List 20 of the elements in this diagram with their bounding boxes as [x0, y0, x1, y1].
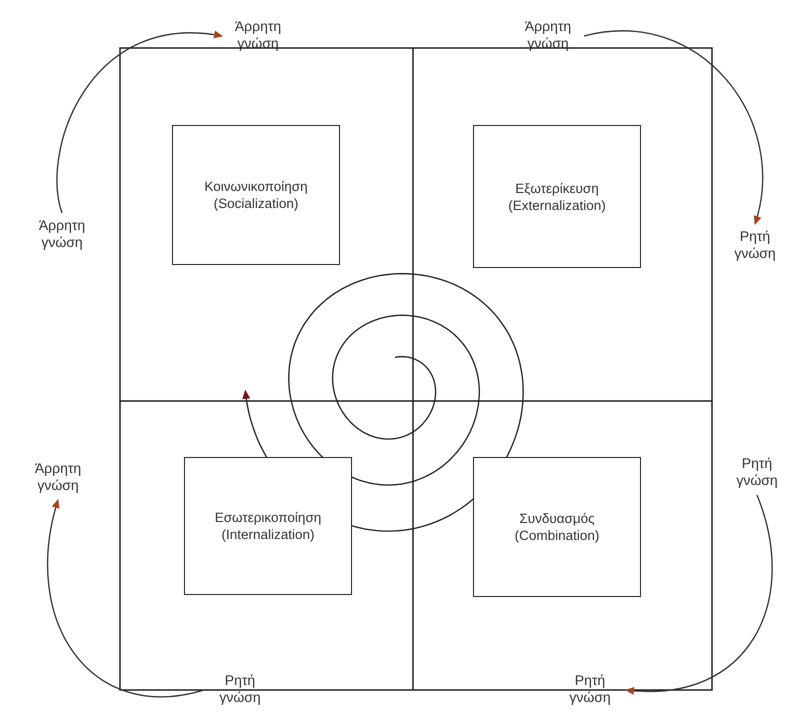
process-box	[184, 457, 352, 595]
box-label: Συνδυασμός (Combination)	[514, 510, 600, 544]
curved-arrow	[584, 30, 764, 225]
process-box	[172, 125, 340, 265]
knowledge-label: Άρρητη γνώση	[26, 460, 90, 496]
knowledge-label: Ρητή γνώση	[208, 672, 272, 708]
process-box	[473, 125, 641, 268]
curved-arrow	[625, 494, 773, 694]
box-label: Κοινωνικοποίηση (Socialization)	[203, 178, 309, 212]
knowledge-label: Άρρητη γνώση	[226, 18, 290, 54]
knowledge-label: Ρητή γνώση	[723, 228, 787, 264]
box-label: Εσωτερικοποίηση (Internalization)	[214, 509, 322, 543]
knowledge-label: Άρρητη γνώση	[30, 217, 94, 253]
knowledge-label: Άρρητη γνώση	[516, 18, 580, 54]
knowledge-label: Ρητή γνώση	[725, 455, 789, 491]
curved-arrow	[56, 31, 223, 214]
process-box	[473, 457, 641, 597]
box-label: Εξωτερίκευση (Externalization)	[507, 180, 607, 214]
knowledge-label: Ρητή γνώση	[558, 672, 622, 708]
curved-arrow	[47, 499, 204, 698]
